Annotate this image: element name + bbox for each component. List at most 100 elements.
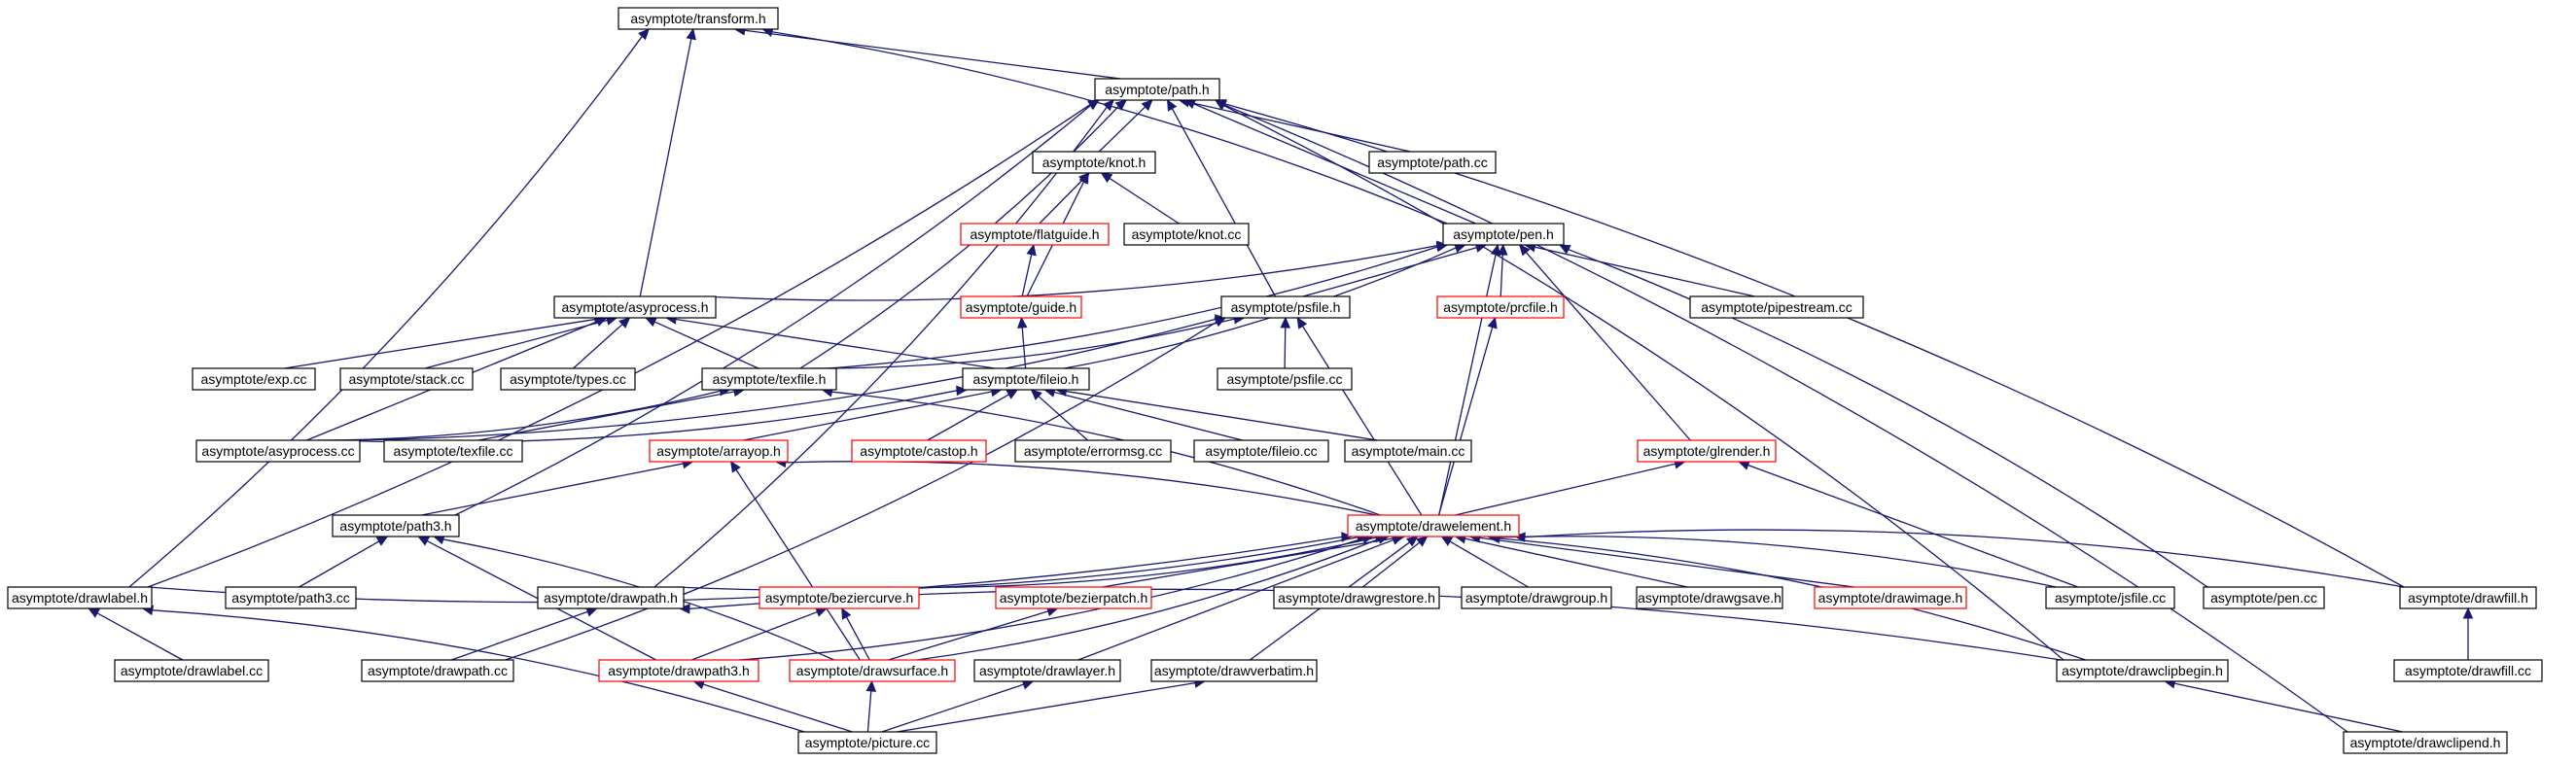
node-box[interactable] [339, 367, 474, 391]
node-box[interactable] [1344, 439, 1472, 463]
node-drawgrestore-h[interactable]: asymptote/drawgrestore.h [1273, 586, 1440, 609]
node-box[interactable] [114, 659, 269, 682]
node-box[interactable] [2343, 731, 2508, 754]
node-exp-cc[interactable]: asymptote/exp.cc [192, 367, 316, 391]
node-drawlayer-h[interactable]: asymptote/drawlayer.h [973, 659, 1121, 682]
node-guide-h[interactable]: asymptote/guide.h [960, 295, 1082, 319]
node-drawlabel-cc[interactable]: asymptote/drawlabel.cc [114, 659, 269, 682]
node-box[interactable] [2056, 659, 2229, 682]
node-box[interactable] [361, 659, 514, 682]
node-box[interactable] [960, 223, 1110, 246]
node-box[interactable] [962, 367, 1090, 391]
node-box[interactable] [1150, 659, 1318, 682]
node-box[interactable] [797, 731, 937, 754]
node-box[interactable] [1123, 223, 1250, 246]
node-drawpath3-h[interactable]: asymptote/drawpath3.h [598, 659, 759, 682]
node-prcfile-h[interactable]: asymptote/prcfile.h [1436, 295, 1565, 319]
node-path-h[interactable]: asymptote/path.h [1094, 78, 1220, 101]
node-box[interactable] [1442, 223, 1565, 246]
node-drawpath-cc[interactable]: asymptote/drawpath.cc [361, 659, 514, 682]
node-glrender-h[interactable]: asymptote/glrender.h [1637, 439, 1777, 463]
node-box[interactable] [1461, 586, 1612, 609]
node-box[interactable] [1689, 295, 1864, 319]
node-box[interactable] [195, 439, 361, 463]
node-box[interactable] [1368, 151, 1497, 174]
node-box[interactable] [1814, 586, 1967, 609]
node-box[interactable] [7, 586, 153, 609]
node-box[interactable] [383, 439, 523, 463]
node-drawgroup-h[interactable]: asymptote/drawgroup.h [1461, 586, 1612, 609]
node-box[interactable] [1220, 295, 1351, 319]
node-drawelement-h[interactable]: asymptote/drawelement.h [1347, 514, 1520, 537]
node-path-cc[interactable]: asymptote/path.cc [1368, 151, 1497, 174]
node-box[interactable] [553, 295, 717, 319]
node-box[interactable] [1637, 439, 1777, 463]
node-box[interactable] [1347, 514, 1520, 537]
node-drawsurface-h[interactable]: asymptote/drawsurface.h [789, 659, 956, 682]
node-box[interactable] [1094, 78, 1220, 101]
node-box[interactable] [1636, 586, 1783, 609]
node-types-cc[interactable]: asymptote/types.cc [500, 367, 636, 391]
node-drawgsave-h[interactable]: asymptote/drawgsave.h [1636, 586, 1783, 609]
node-pen-h[interactable]: asymptote/pen.h [1442, 223, 1565, 246]
node-pipestream-cc[interactable]: asymptote/pipestream.cc [1689, 295, 1864, 319]
node-fileio-cc[interactable]: asymptote/fileio.cc [1193, 439, 1329, 463]
node-castop-h[interactable]: asymptote/castop.h [851, 439, 987, 463]
node-box[interactable] [1273, 586, 1440, 609]
node-box[interactable] [2045, 586, 2175, 609]
node-drawclipbegin-h[interactable]: asymptote/drawclipbegin.h [2056, 659, 2229, 682]
node-box[interactable] [960, 295, 1082, 319]
node-arrayop-h[interactable]: asymptote/arrayop.h [649, 439, 789, 463]
node-path3-cc[interactable]: asymptote/path3.cc [225, 586, 357, 609]
node-texfile-h[interactable]: asymptote/texfile.h [701, 367, 837, 391]
node-box[interactable] [192, 367, 316, 391]
node-asyprocess-cc[interactable]: asymptote/asyprocess.cc [195, 439, 361, 463]
node-box[interactable] [995, 586, 1152, 609]
node-box[interactable] [225, 586, 357, 609]
node-transform-h[interactable]: asymptote/transform.h [618, 7, 779, 30]
node-knot-h[interactable]: asymptote/knot.h [1032, 151, 1156, 174]
node-drawfill-h[interactable]: asymptote/drawfill.h [2399, 586, 2537, 609]
node-box[interactable] [2203, 586, 2325, 609]
node-box[interactable] [649, 439, 789, 463]
node-drawfill-cc[interactable]: asymptote/drawfill.cc [2393, 659, 2543, 682]
node-drawverbatim-h[interactable]: asymptote/drawverbatim.h [1150, 659, 1318, 682]
node-path3-h[interactable]: asymptote/path3.h [332, 514, 460, 537]
node-flatguide-h[interactable]: asymptote/flatguide.h [960, 223, 1110, 246]
node-box[interactable] [500, 367, 636, 391]
node-box[interactable] [1032, 151, 1156, 174]
node-psfile-h[interactable]: asymptote/psfile.h [1220, 295, 1351, 319]
node-stack-cc[interactable]: asymptote/stack.cc [339, 367, 474, 391]
node-box[interactable] [598, 659, 759, 682]
node-box[interactable] [759, 586, 920, 609]
node-drawpath-h[interactable]: asymptote/drawpath.h [537, 586, 685, 609]
node-box[interactable] [2399, 586, 2537, 609]
node-picture-cc[interactable]: asymptote/picture.cc [797, 731, 937, 754]
node-bezierpatch-h[interactable]: asymptote/bezierpatch.h [995, 586, 1152, 609]
node-box[interactable] [851, 439, 987, 463]
node-fileio-h[interactable]: asymptote/fileio.h [962, 367, 1090, 391]
node-knot-cc[interactable]: asymptote/knot.cc [1123, 223, 1250, 246]
node-box[interactable] [789, 659, 956, 682]
node-drawimage-h[interactable]: asymptote/drawimage.h [1814, 586, 1967, 609]
node-beziercurve-h[interactable]: asymptote/beziercurve.h [759, 586, 920, 609]
node-texfile-cc[interactable]: asymptote/texfile.cc [383, 439, 523, 463]
node-box[interactable] [1436, 295, 1565, 319]
node-box[interactable] [701, 367, 837, 391]
node-psfile-cc[interactable]: asymptote/psfile.cc [1217, 367, 1353, 391]
node-box[interactable] [1193, 439, 1329, 463]
node-drawclipend-h[interactable]: asymptote/drawclipend.h [2343, 731, 2508, 754]
node-box[interactable] [1217, 367, 1353, 391]
node-box[interactable] [1014, 439, 1172, 463]
node-box[interactable] [2393, 659, 2543, 682]
node-box[interactable] [618, 7, 779, 30]
node-pen-cc[interactable]: asymptote/pen.cc [2203, 586, 2325, 609]
node-errormsg-cc[interactable]: asymptote/errormsg.cc [1014, 439, 1172, 463]
node-drawlabel-h[interactable]: asymptote/drawlabel.h [7, 586, 153, 609]
node-box[interactable] [973, 659, 1121, 682]
node-box[interactable] [332, 514, 460, 537]
node-main-cc[interactable]: asymptote/main.cc [1344, 439, 1472, 463]
node-box[interactable] [537, 586, 685, 609]
node-jsfile-cc[interactable]: asymptote/jsfile.cc [2045, 586, 2175, 609]
node-asyprocess-h[interactable]: asymptote/asyprocess.h [553, 295, 717, 319]
